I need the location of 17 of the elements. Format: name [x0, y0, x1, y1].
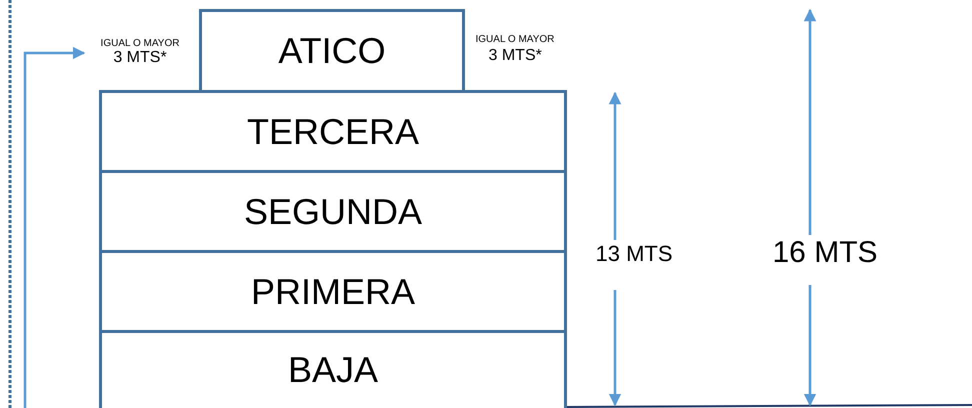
- dimension-label: 16 MTS: [772, 236, 878, 270]
- height-note: IGUAL O MAYOR: [100, 38, 180, 48]
- floor-name: ATICO: [278, 30, 386, 72]
- floor-name: PRIMERA: [250, 270, 416, 312]
- dimension-label: 13 MTS: [596, 241, 673, 267]
- floor-box: [99, 170, 567, 253]
- floor-box: [99, 250, 567, 333]
- floor-box: [99, 330, 567, 408]
- height-note: IGUAL O MAYOR: [476, 34, 554, 45]
- floor-name: TERCERA: [246, 110, 420, 152]
- floor-box: [99, 90, 567, 173]
- floor-box: [199, 9, 465, 93]
- arrow: [24, 46, 86, 408]
- height-value: 3 MTS*: [488, 47, 542, 65]
- floor-name: BAJA: [288, 349, 378, 391]
- floor-name: SEGUNDA: [244, 190, 422, 232]
- height-value: 3 MTS*: [113, 48, 167, 66]
